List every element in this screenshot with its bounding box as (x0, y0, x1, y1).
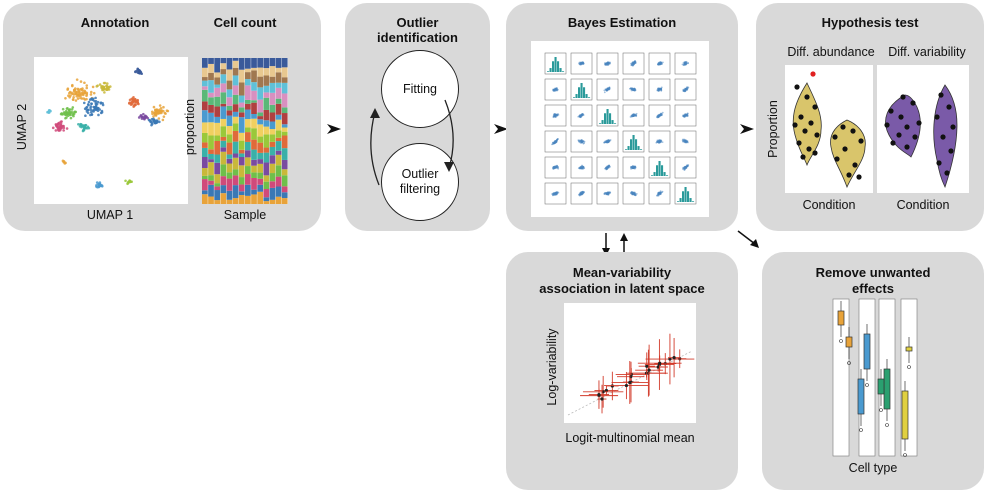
diff-abundance-label: Diff. abundance (787, 45, 875, 59)
abundance-violin-plot (792, 71, 866, 189)
posterior-pairs-grid (544, 52, 697, 205)
arrow-diagonal-icon (737, 230, 759, 248)
remove-effects-x-axis-label: Cell type (848, 461, 898, 475)
hypothesis-y-axis-label: Proportion (766, 100, 780, 158)
diff-variability-label: Diff. variability (888, 45, 966, 59)
umap-scatter (46, 67, 170, 189)
cycle-arrows (370, 99, 454, 186)
fitting-step: Fitting (381, 50, 459, 128)
mean-variability-x-axis-label: Logit-multinomial mean (565, 431, 695, 445)
cell-count-title: Cell count (213, 15, 277, 30)
annotation-title: Annotation (80, 15, 150, 30)
hypothesis-title: Hypothesis test (821, 15, 919, 30)
mean-variability-plot (564, 303, 696, 423)
mean-variability-title-line2: association in latent space (539, 281, 705, 296)
boxplot-area (828, 298, 918, 457)
cell-type-boxplots (832, 298, 918, 457)
variability-plot (877, 65, 969, 193)
outlier-filtering-line2: filtering (399, 182, 441, 196)
remove-effects-title-line2: effects (852, 281, 894, 296)
outlier-filtering-line1: Outlier (401, 167, 439, 181)
pairs-plot (531, 41, 709, 217)
abundance-plot (785, 65, 873, 193)
variability-x-axis-label: Condition (896, 198, 950, 212)
arrow-right-icon (327, 124, 341, 134)
outlier-title-line2: identification (377, 30, 458, 45)
mean-variability-y-axis-label: Log-variability (545, 328, 559, 406)
remove-effects-title-line1: Remove unwanted (815, 265, 931, 280)
arrow-down-icon (444, 162, 454, 172)
variability-violin-plot (884, 84, 958, 189)
stacked-bar-chart (202, 58, 288, 204)
mean-variability-title-line1: Mean-variability (572, 265, 672, 280)
arrow-up-icon (620, 233, 628, 241)
umap-y-axis-label: UMAP 2 (15, 103, 29, 151)
arrow-right-icon (740, 124, 754, 134)
arrow-right-icon (494, 124, 508, 134)
outlier-title-line1: Outlier (396, 15, 439, 30)
cell-count-y-axis-label: proportion (183, 98, 197, 156)
cell-count-plot (202, 58, 288, 204)
umap-plot (34, 57, 188, 204)
cell-count-x-axis-label: Sample (223, 208, 267, 222)
abundance-x-axis-label: Condition (802, 198, 856, 212)
mean-variability-scatter (567, 333, 695, 416)
umap-x-axis-label: UMAP 1 (86, 208, 134, 222)
bayes-title: Bayes Estimation (567, 15, 677, 30)
fitting-label: Fitting (402, 81, 438, 96)
arrow-up-icon (370, 108, 380, 118)
